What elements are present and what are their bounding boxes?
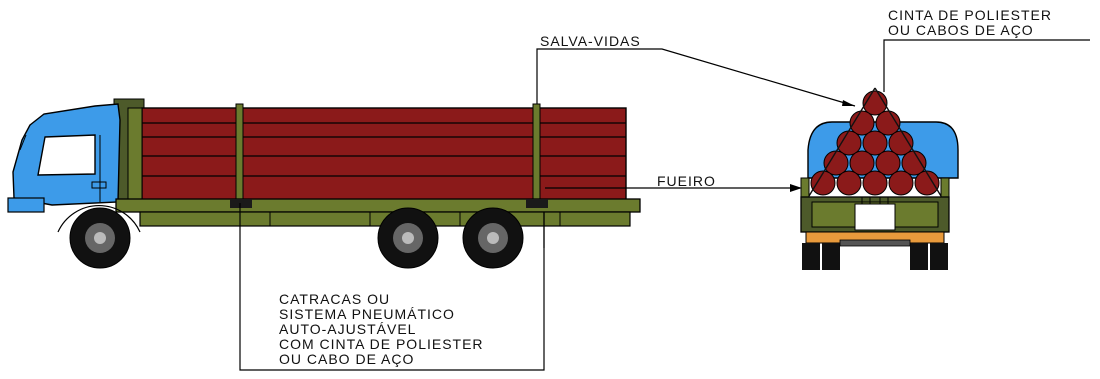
cinta-callout-line — [883, 39, 1090, 92]
rear-wheel-1 — [377, 207, 439, 269]
rear-axle — [839, 239, 911, 247]
cinta-label: CINTA DE POLIESTER OU CABOS DE AÇO — [888, 8, 1052, 38]
cinta-label-line-1: CINTA DE POLIESTER — [888, 7, 1052, 23]
front-stake — [127, 107, 143, 204]
cab-handle — [91, 181, 107, 189]
front-bumper — [7, 197, 45, 213]
cargo-block — [141, 107, 627, 202]
rear-tire-right-inner — [910, 243, 928, 270]
front-wheel — [69, 207, 131, 269]
catracas-line-5: OU CABO DE AÇO — [279, 351, 415, 367]
callout-lines — [239, 39, 1090, 371]
catracas-line-4: COM CINTA DE POLIESTER — [279, 336, 484, 352]
front-wheel-arch — [57, 205, 141, 233]
catracas-line-1: CATRACAS OU — [279, 291, 391, 307]
salva-vidas-label: SALVA-VIDAS — [540, 33, 641, 49]
license-plate-area — [854, 203, 896, 231]
strap-left — [235, 103, 244, 202]
rear-wheel-2 — [462, 207, 524, 269]
ratchet-left — [230, 199, 252, 208]
catracas-callout-box — [239, 203, 545, 371]
truck-rear-view — [800, 87, 959, 270]
catracas-line-3: AUTO-AJUSTÁVEL — [279, 321, 417, 337]
strap-right — [532, 103, 541, 202]
rear-tire-right-outer — [930, 243, 948, 270]
truck-deck — [115, 198, 641, 213]
cinta-label-line-2: OU CABOS DE AÇO — [888, 22, 1034, 38]
truck-side-view — [7, 98, 641, 269]
salva-vidas-callout-line — [536, 48, 856, 107]
rear-tire-left-inner — [822, 243, 840, 270]
rear-strap — [808, 87, 942, 197]
ratchet-right — [526, 199, 548, 208]
fueiro-arrowhead — [790, 184, 802, 192]
rear-tire-left-outer — [802, 243, 820, 270]
catracas-line-2: SISTEMA PNEUMÁTICO — [279, 306, 455, 322]
cargo-load — [141, 107, 627, 202]
cab-window — [37, 134, 96, 176]
cab-front-line — [19, 134, 27, 151]
catracas-label: CATRACAS OU SISTEMA PNEUMÁTICO AUTO-AJUS… — [279, 292, 484, 367]
salva-vidas-arrowhead — [842, 100, 855, 106]
fueiro-label: FUEIRO — [657, 173, 716, 189]
